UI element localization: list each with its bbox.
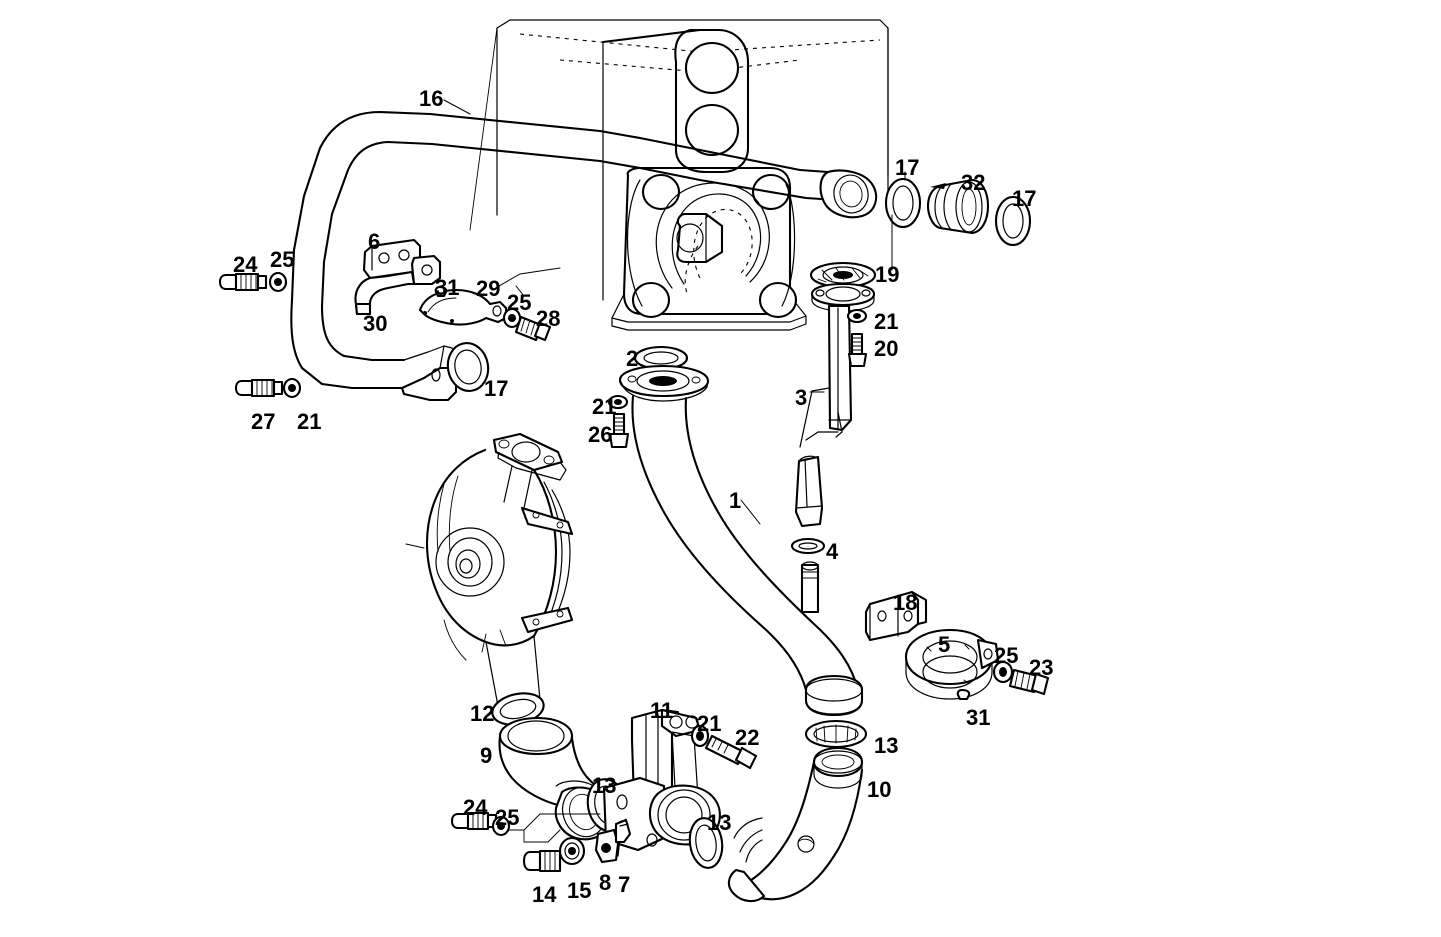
part-15-washer — [558, 836, 586, 866]
callout-31a: 31 — [435, 275, 460, 300]
callout-26: 26 — [588, 422, 613, 447]
part-10-lower-elbow — [727, 746, 864, 903]
callout-24a: 24 — [233, 252, 258, 277]
part-5-pipe-clamp — [904, 628, 1000, 700]
callout-17b: 17 — [1012, 186, 1037, 211]
callout-21b: 21 — [592, 394, 617, 419]
callout-25d: 25 — [495, 805, 520, 830]
callout-leaders — [443, 99, 906, 525]
callout-13a: 13 — [874, 733, 899, 758]
callout-20: 20 — [874, 336, 899, 361]
part-21-washer-dipstick — [846, 308, 868, 324]
callout-16: 16 — [419, 86, 444, 111]
callout-12: 12 — [470, 701, 495, 726]
part-25-washer-upper — [268, 271, 288, 293]
part-25-washer-right — [502, 307, 522, 329]
part-8-pin — [594, 828, 621, 864]
callout-17c: 17 — [484, 376, 509, 401]
part-22-bolt — [704, 734, 758, 770]
callout-19: 19 — [875, 262, 900, 287]
part-4-o-ring — [790, 537, 826, 555]
part-18-mounting-bracket — [864, 590, 928, 642]
part-31-pin-lower — [956, 688, 971, 701]
callout-14: 14 — [532, 882, 557, 907]
callout-25a: 25 — [270, 247, 295, 272]
callout-10: 10 — [867, 777, 892, 802]
callout-2: 2 — [626, 346, 639, 371]
callout-13c: 13 — [707, 810, 732, 835]
water-pump-housing — [405, 432, 574, 707]
callout-30: 30 — [363, 311, 388, 336]
part-17-o-ring-left — [446, 342, 490, 392]
callout-29: 29 — [476, 276, 501, 301]
part-17-o-ring-a — [884, 177, 922, 229]
callout-31b: 31 — [966, 705, 991, 730]
part-17-o-ring-b — [994, 195, 1032, 247]
callout-25c: 25 — [994, 643, 1019, 668]
callout-21d: 21 — [697, 711, 722, 736]
callout-13b: 13 — [592, 773, 617, 798]
part-14-bolt — [522, 849, 562, 873]
pipe-stub-far-right — [733, 817, 763, 863]
callout-32: 32 — [961, 170, 986, 195]
part-16-upper-pipe — [290, 110, 878, 402]
callout-1: 1 — [729, 488, 742, 513]
callout-21a: 21 — [874, 309, 899, 334]
callout-23: 23 — [1029, 655, 1054, 680]
part-7-bushing — [614, 818, 632, 844]
callout-21c: 21 — [297, 409, 322, 434]
engine-housing-outline — [469, 19, 889, 331]
callout-24b: 24 — [463, 795, 488, 820]
part-20-stud-bolt — [847, 332, 868, 368]
part-27-bolt — [234, 378, 284, 398]
callout-15: 15 — [567, 878, 592, 903]
part-25-washer-clamp — [992, 660, 1014, 684]
callout-9: 9 — [480, 743, 493, 768]
callout-8: 8 — [599, 870, 612, 895]
leader-lines-lower — [507, 813, 601, 843]
part-13-o-ring-mid — [804, 719, 868, 749]
pipe-upper-flange — [618, 364, 710, 402]
part-6-clamp-bracket — [354, 238, 442, 316]
part-25-washer-lower — [491, 815, 511, 837]
part-21-washer-flange — [607, 394, 629, 410]
part-1-main-pipe — [631, 394, 864, 717]
part-28-bolt — [514, 315, 552, 342]
callout-6: 6 — [368, 229, 381, 254]
callout-5: 5 — [938, 632, 951, 657]
callout-11: 11 — [650, 698, 674, 723]
part-3-dipstick-flange — [794, 282, 876, 528]
part-24-bolt-upper — [218, 272, 268, 292]
part-23-bolt — [1008, 668, 1050, 696]
callout-25b: 25 — [507, 290, 532, 315]
callout-3: 3 — [795, 385, 808, 410]
callout-7: 7 — [618, 872, 631, 897]
part-26-bolt — [608, 412, 630, 449]
dipstick-lower-socket — [800, 561, 820, 614]
callout-17a: 17 — [895, 155, 920, 180]
part-21-washer-left — [282, 377, 302, 399]
callout-22: 22 — [735, 725, 760, 750]
part-32-sleeve — [926, 178, 990, 235]
part-13-o-ring-right — [688, 817, 724, 869]
callout-27: 27 — [251, 409, 276, 434]
callout-4: 4 — [826, 539, 839, 564]
callout-28: 28 — [536, 306, 561, 331]
callout-18: 18 — [893, 590, 918, 615]
part-21-washer-bracket — [690, 724, 710, 748]
part-29-clamp-half — [418, 285, 508, 326]
